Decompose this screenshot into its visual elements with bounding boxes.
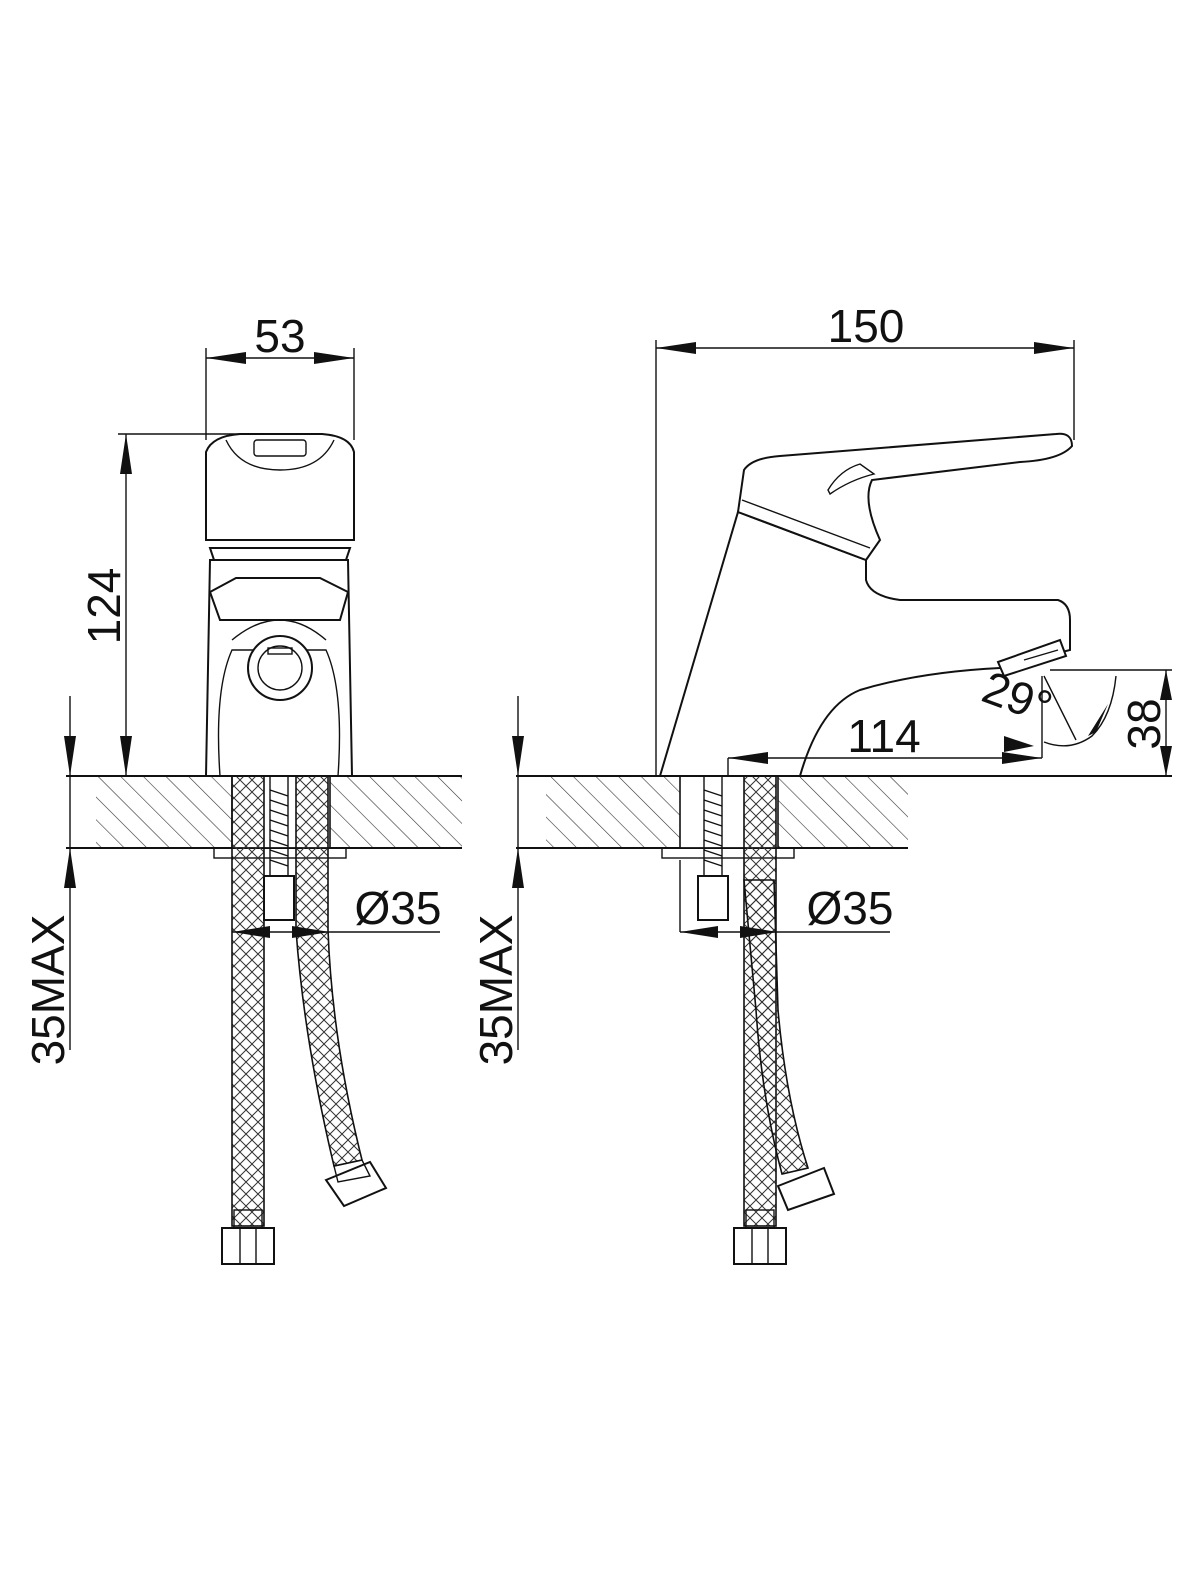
front-faucet-body: [204, 433, 355, 777]
side-dim-deck: 35MAX: [470, 696, 524, 1065]
front-hole-label: Ø35: [355, 882, 442, 934]
side-angle-label: 29°: [976, 661, 1059, 734]
front-height-label: 124: [78, 568, 130, 645]
side-hole-label: Ø35: [807, 882, 894, 934]
front-dim-width: 53: [205, 310, 355, 440]
front-dim-deck: 35MAX: [22, 696, 76, 1065]
side-dim-angle: 29°: [976, 661, 1117, 752]
side-dim-length: 150: [655, 300, 1075, 776]
side-dim-reach: 114: [727, 676, 1043, 776]
side-dim-spout-height: 38: [1050, 669, 1172, 776]
side-faucet-body: [658, 432, 1074, 777]
side-dim-hole: Ø35: [679, 860, 894, 938]
side-hoses: [697, 775, 836, 1265]
front-dim-height: 124: [78, 433, 262, 776]
front-width-label: 53: [254, 310, 305, 362]
side-length-label: 150: [828, 300, 905, 352]
side-deck-label: 35MAX: [470, 915, 522, 1066]
front-view: 53 124 35MAX Ø35: [22, 310, 462, 1265]
front-deck-label: 35MAX: [22, 915, 74, 1066]
front-dim-hole: Ø35: [232, 882, 441, 938]
side-spout-height-label: 38: [1118, 698, 1170, 749]
side-view: 150 114 29° 38: [470, 300, 1172, 1265]
front-hoses: [221, 775, 388, 1265]
side-countertop: [516, 775, 1172, 859]
side-reach-label: 114: [847, 710, 920, 762]
